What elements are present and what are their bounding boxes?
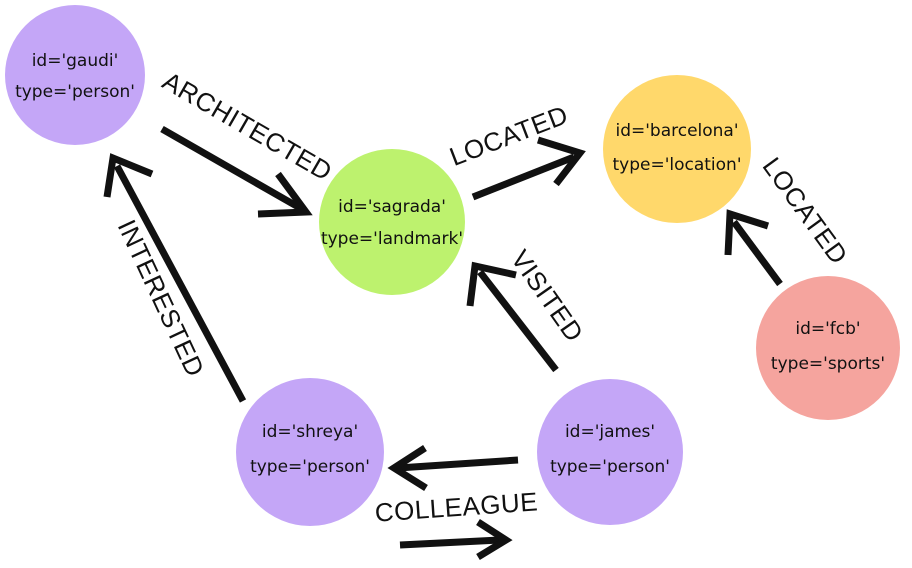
node-shreya: id='shreya' type='person' (236, 378, 384, 526)
node-id-text: id='shreya' (262, 422, 358, 442)
arrowhead (387, 445, 428, 491)
node-sagrada: id='sagrada' type='landmark' (319, 149, 465, 295)
arrow-line (397, 456, 519, 472)
node-type-text: type='sports' (771, 354, 885, 374)
node-circle (603, 75, 751, 223)
arrow-line (471, 153, 576, 201)
node-circle (537, 379, 683, 525)
node-type-text: type='person' (15, 82, 135, 102)
arrow-line (731, 219, 783, 287)
edge-label: LOCATED (757, 152, 854, 270)
edge-shreya-gaudi: INTERESTED (103, 153, 247, 403)
node-id-text: id='gaudi' (32, 51, 119, 71)
node-id-text: id='fcb' (795, 319, 860, 339)
node-type-text: type='person' (250, 457, 370, 477)
edge-gaudi-sagrada: ARCHITECTED (158, 66, 338, 218)
edge-sagrada-barcelona: LOCATED (445, 99, 586, 201)
edge-label: COLLEAGUE (374, 486, 539, 527)
node-circle (319, 149, 465, 295)
arrowhead (466, 261, 517, 307)
arrowhead (724, 209, 770, 256)
arrowhead (257, 171, 313, 218)
node-circle (236, 378, 384, 526)
edge-shreya-james (399, 519, 513, 560)
edge-label: ARCHITECTED (158, 66, 338, 187)
node-type-text: type='landmark' (321, 229, 463, 249)
node-id-text: id='barcelona' (615, 121, 738, 141)
arrowhead (536, 136, 586, 187)
node-type-text: type='location' (612, 155, 741, 175)
node-gaudi: id='gaudi' type='person' (5, 5, 145, 145)
edge-james-sagrada: VISITED (466, 244, 590, 373)
node-id-text: id='james' (565, 422, 655, 442)
node-circle (756, 276, 900, 420)
node-fcb: id='fcb' type='sports' (756, 276, 900, 420)
node-james: id='james' type='person' (537, 379, 683, 525)
edge-label: VISITED (505, 244, 590, 347)
edge-james-shreya: COLLEAGUE (374, 445, 539, 528)
node-type-text: type='person' (550, 457, 670, 477)
node-circle (5, 5, 145, 145)
edge-label: INTERESTED (112, 215, 211, 381)
node-barcelona: id='barcelona' type='location' (603, 75, 751, 223)
arrow-line (399, 536, 501, 549)
arrowhead (103, 153, 154, 198)
arrowhead (476, 519, 513, 560)
edge-label: LOCATED (445, 99, 572, 172)
node-id-text: id='sagrada' (338, 197, 446, 217)
arrow-line (113, 164, 247, 403)
arrow-line (160, 125, 302, 212)
arrow-line (477, 269, 559, 373)
